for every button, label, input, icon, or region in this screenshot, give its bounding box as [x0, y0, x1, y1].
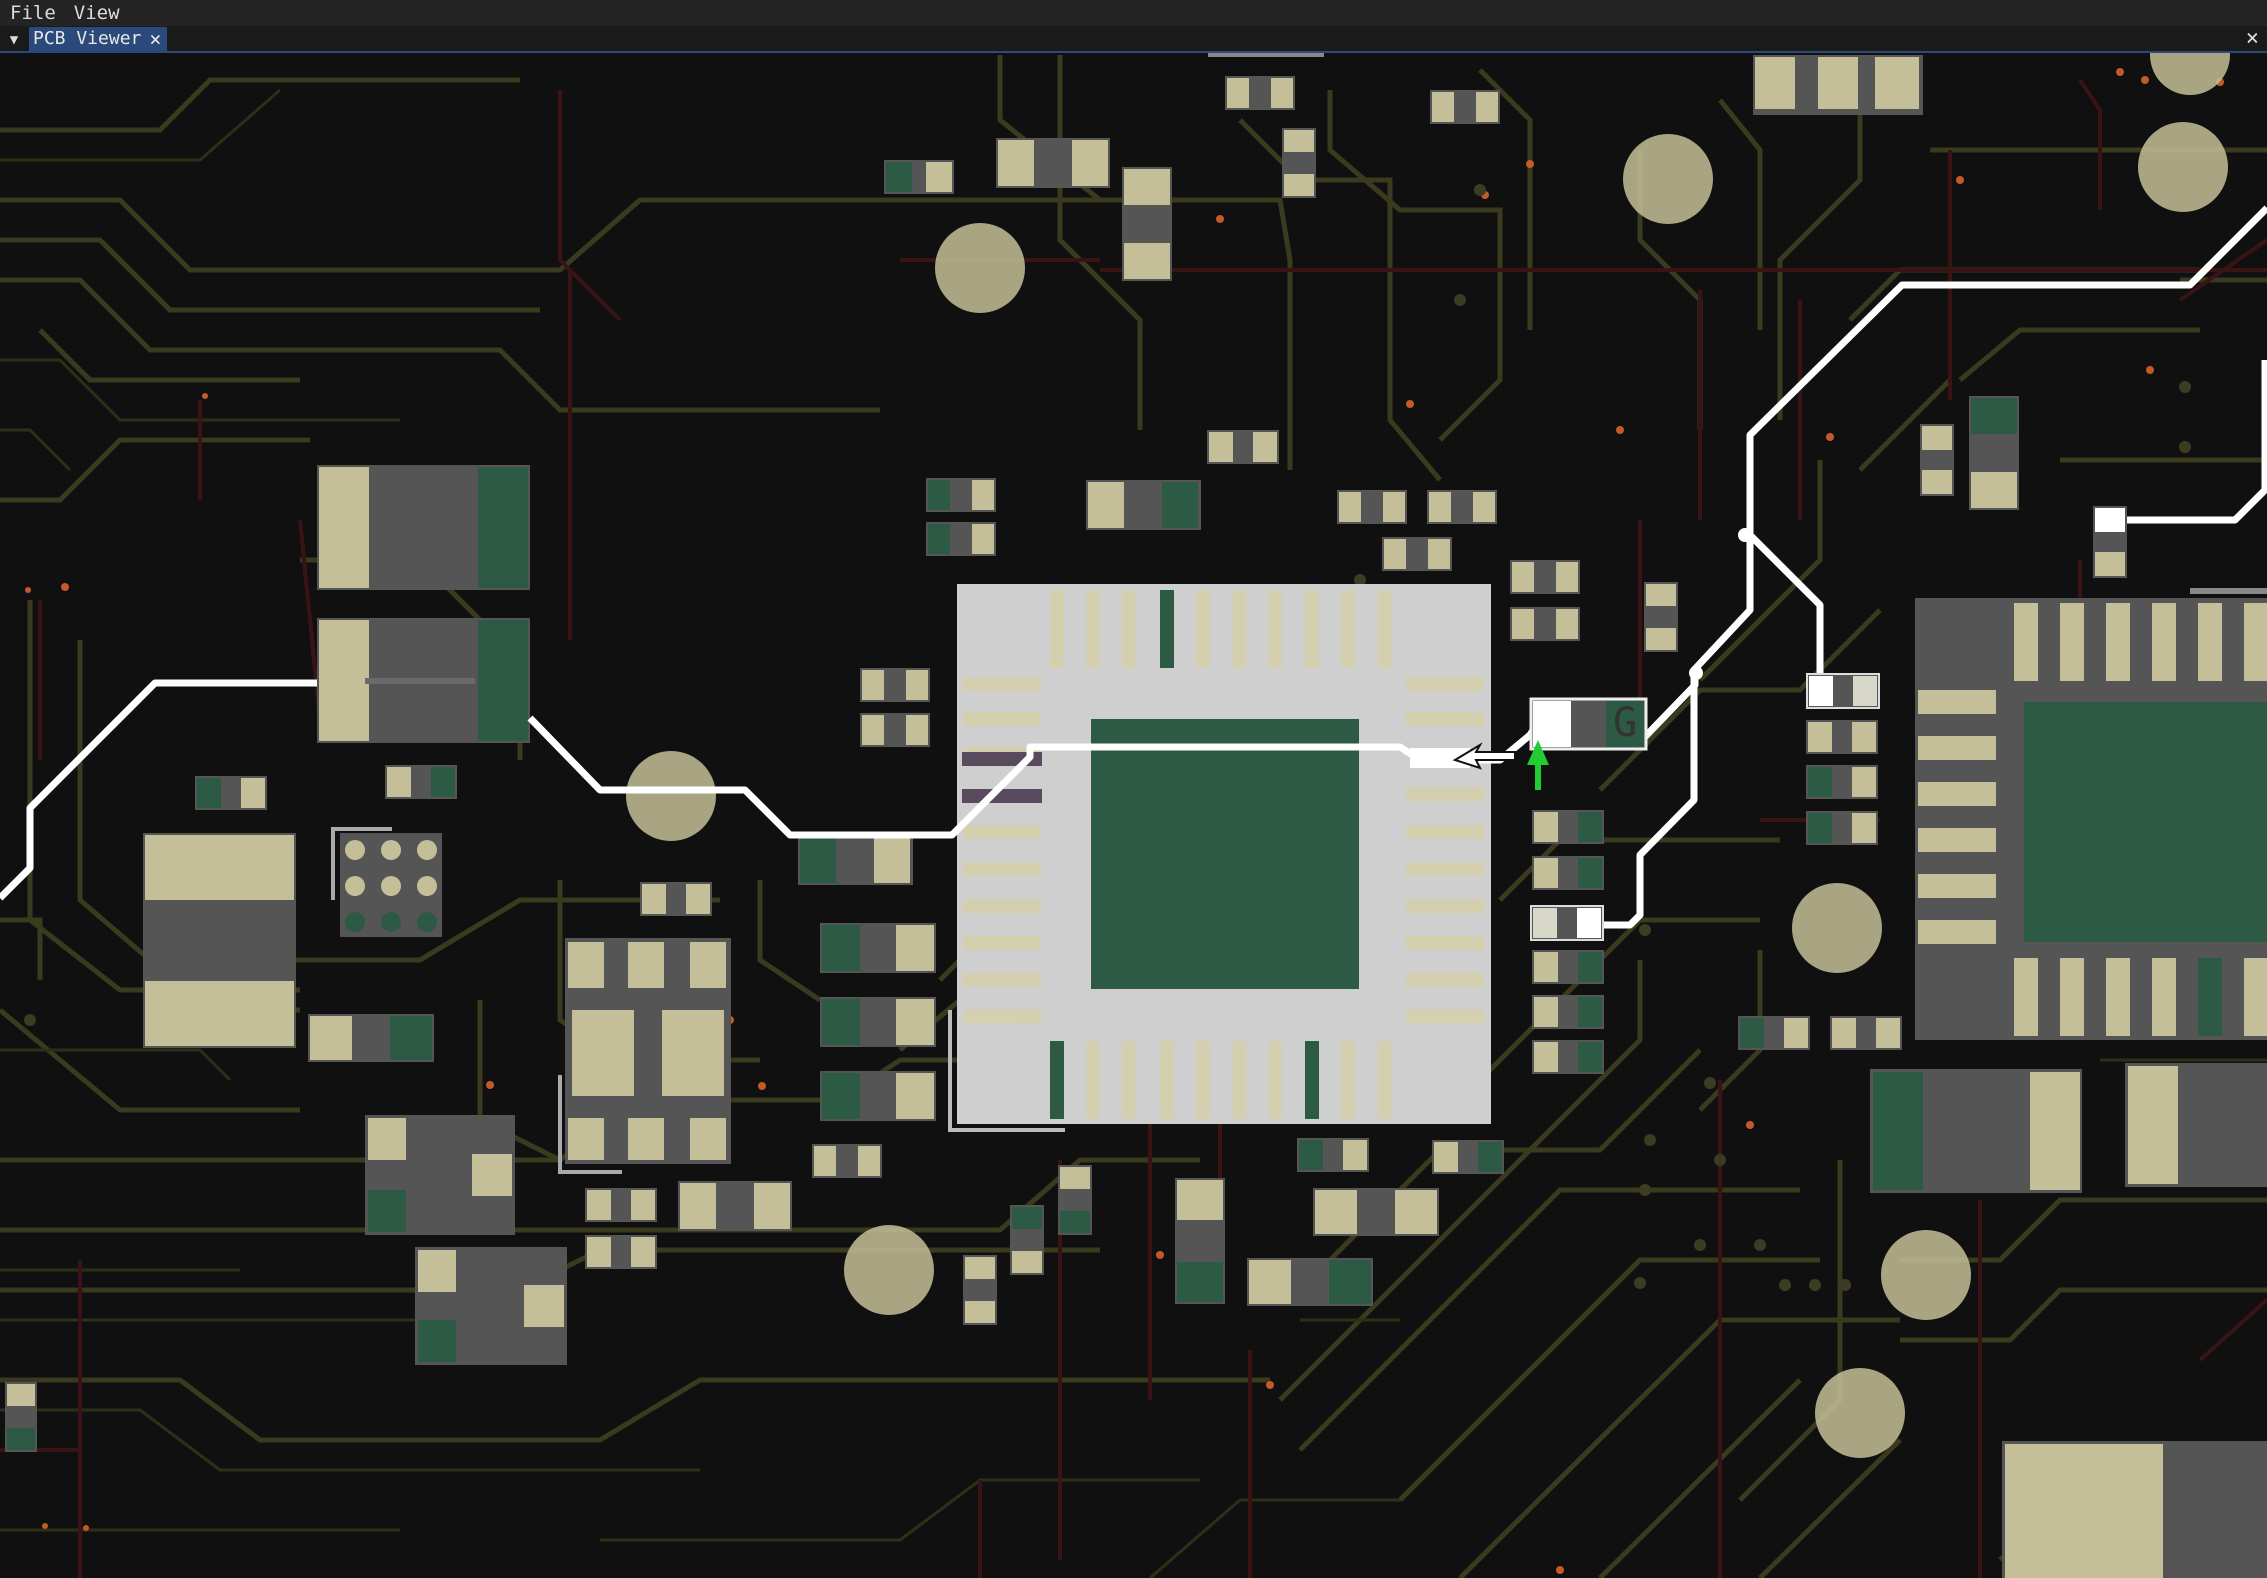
main-chip[interactable] — [948, 584, 1491, 1132]
via-dots-dark — [24, 184, 2191, 1291]
passives — [5, 55, 2019, 1452]
right-ic — [1915, 588, 2267, 1040]
window-close-icon[interactable]: × — [2245, 26, 2259, 51]
tab-label: PCB Viewer — [33, 28, 142, 49]
inductor-l5 — [2125, 1063, 2267, 1187]
power-module — [558, 938, 731, 1174]
menu-file[interactable]: File — [10, 2, 56, 24]
bga-chip — [331, 827, 442, 937]
triangle-down-icon[interactable]: ▼ — [9, 32, 19, 48]
net-pad — [1410, 748, 1470, 768]
regulator-u1 — [365, 1115, 515, 1235]
menu-view[interactable]: View — [73, 2, 120, 24]
board-edge-marker — [1208, 53, 1324, 57]
net-junction — [1689, 666, 1703, 680]
pointer-arrow-icon — [1452, 742, 1516, 770]
selected-component[interactable]: G — [1529, 697, 1648, 751]
inductor-l3 — [143, 833, 296, 1048]
connector-j1 — [2002, 1441, 2267, 1578]
tab-bar: ▼ PCB Viewer × × — [0, 26, 2267, 53]
inductor-l4 — [1870, 1069, 2082, 1193]
close-icon[interactable]: × — [149, 27, 162, 51]
menu-bar: File View — [0, 0, 2267, 27]
component-label: G — [1613, 700, 1637, 746]
pcb-drawing[interactable]: G — [0, 53, 2267, 1578]
regulator-u2 — [415, 1247, 567, 1365]
tab-pcb-viewer[interactable]: PCB Viewer × — [29, 27, 168, 51]
pin-marker-icon — [1527, 740, 1549, 790]
highlighted-pads — [1530, 506, 2127, 941]
net-junction — [1738, 528, 1752, 542]
inductor-l2 — [317, 618, 530, 743]
mounting-holes — [626, 53, 2230, 1458]
inductor-l1 — [317, 465, 530, 590]
pcb-canvas[interactable]: G — [0, 53, 2267, 1578]
